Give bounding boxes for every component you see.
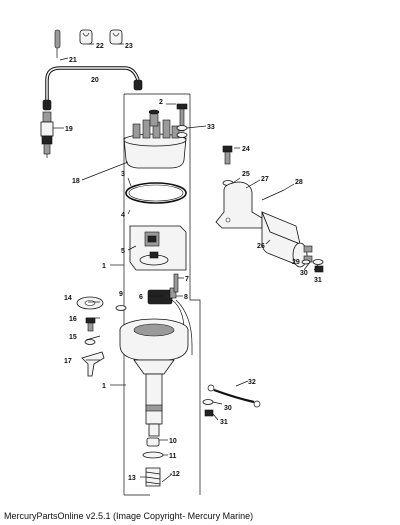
callout-4: 4 [121,212,125,219]
rotor-module [129,225,187,271]
callout-31: 31 [314,277,322,284]
callout-15: 15 [69,334,77,341]
callout-8: 8 [184,294,188,301]
callout-26: 26 [257,243,265,250]
callout-19: 19 [65,126,73,133]
callout-20: 20 [91,77,99,84]
callout-30-lower: 30 [224,405,232,412]
assembly-bracket [110,93,201,496]
callout-30: 30 [300,270,308,277]
callout-5: 5 [121,248,125,255]
callout-1: 1 [102,263,106,270]
callout-2: 2 [159,99,163,106]
callout-33: 33 [207,124,215,131]
callout-7: 7 [185,276,189,283]
copyright-footer: MercuryPartsOnline v2.5.1 (Image Copyrig… [4,511,254,521]
callout-29: 29 [292,259,300,266]
coil-bracket [215,145,285,229]
callout-17: 17 [64,358,72,365]
spark-plug-wire [42,66,143,111]
callout-24: 24 [242,146,250,153]
callout-12: 12 [172,471,180,478]
callout-31-lower: 31 [220,419,228,426]
callout-23: 23 [125,43,133,50]
callout-3: 3 [121,171,125,178]
callout-18: 18 [72,178,80,185]
wire-terminals [54,29,123,58]
callout-6: 6 [139,294,143,301]
spark-plug [40,111,54,158]
callout-32: 32 [248,379,256,386]
callout-10: 10 [169,438,177,445]
callout-1-lower: 1 [102,383,106,390]
ground-strap [202,384,261,417]
callout-22: 22 [96,43,104,50]
callout-16: 16 [69,316,77,323]
callout-25: 25 [242,171,250,178]
callout-28: 28 [295,179,303,186]
cap-screw [176,103,188,132]
callout-13: 13 [128,475,136,482]
callout-21: 21 [69,57,77,64]
clamp-parts [76,296,127,377]
callout-9: 9 [119,291,123,298]
distributor-cap [123,109,187,169]
callout-27: 27 [261,176,269,183]
callout-14: 14 [64,295,72,302]
callout-11: 11 [169,453,177,460]
ignition-coil [261,211,313,268]
distributor-housing [119,318,189,437]
cap-gasket [125,182,187,204]
drive-gear [142,437,173,487]
leader-lines [53,43,319,478]
callout-labels: 21 22 23 20 19 18 2 33 3 4 5 1 7 6 8 9 1… [64,43,322,482]
coil-hardware [301,259,324,273]
